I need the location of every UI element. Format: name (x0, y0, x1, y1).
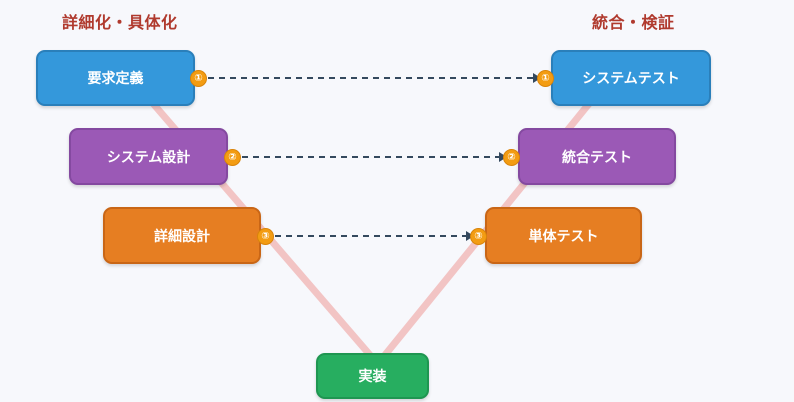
phase-label: 単体テスト (528, 228, 599, 245)
badge-2-right: ② (503, 149, 520, 166)
badge-2-left: ② (224, 149, 241, 166)
phase-implementation[interactable]: 実装 (316, 353, 429, 399)
phase-label: 詳細設計 (154, 228, 210, 245)
badge-1-right: ① (537, 70, 554, 87)
phase-label: 要求定義 (87, 71, 144, 87)
heading-left: 詳細化・具体化 (62, 13, 178, 32)
heading-right: 統合・検証 (592, 13, 675, 32)
badge-3-right: ③ (470, 228, 487, 245)
phase-system-design[interactable]: システム設計 (69, 128, 228, 185)
phase-integration-test[interactable]: 統合テスト (518, 128, 676, 185)
phase-label: システム設計 (106, 149, 191, 166)
phase-system-test[interactable]: システムテスト (551, 50, 711, 106)
phase-unit-test[interactable]: 単体テスト (485, 207, 642, 264)
phase-detailed-design[interactable]: 詳細設計 (103, 207, 261, 264)
badge-3-left: ③ (257, 228, 274, 245)
phase-label: 統合テスト (562, 149, 632, 166)
badge-1-left: ① (190, 70, 207, 87)
phase-requirements[interactable]: 要求定義 (36, 50, 195, 106)
phase-label: 実装 (358, 369, 387, 385)
phase-label: システムテスト (582, 71, 680, 87)
